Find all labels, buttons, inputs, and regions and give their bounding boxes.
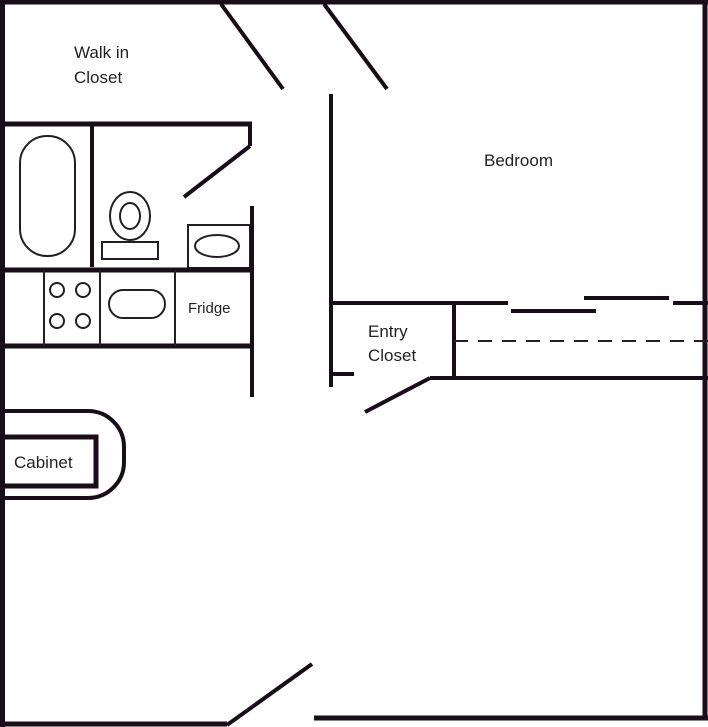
kitchen: Fridge xyxy=(0,267,252,349)
bathroom xyxy=(0,121,254,397)
toilet-seat-icon xyxy=(119,202,141,230)
closet-doors xyxy=(219,2,389,91)
front-door-swing xyxy=(225,662,314,727)
fridge-label: Fridge xyxy=(188,300,231,317)
cabinet-inner-box xyxy=(0,434,99,489)
bathroom-sink-icon xyxy=(194,234,240,258)
toilet-tank-icon xyxy=(101,241,159,260)
bedroom-label: Bedroom xyxy=(484,151,553,170)
cabinet-outer-counter xyxy=(0,409,126,500)
bathroom-vanity xyxy=(187,224,251,269)
entry-closet-door-swing xyxy=(364,376,431,414)
bedroom-door xyxy=(322,2,389,91)
bathroom-door-swing xyxy=(182,144,252,199)
walk-in-closet-label-line2: Closet xyxy=(74,68,122,87)
burner-icon xyxy=(49,313,65,329)
bathtub-icon xyxy=(19,135,76,257)
burner-icon xyxy=(49,282,65,298)
cabinet-label: Cabinet xyxy=(14,453,73,472)
entry-closet-label-line1: Entry xyxy=(368,322,408,341)
kitchen-sink-icon xyxy=(108,289,166,319)
entry-closet-label-line2: Closet xyxy=(368,346,416,365)
walk-in-closet-door xyxy=(219,2,285,91)
burner-icon xyxy=(75,313,91,329)
cabinet: Cabinet xyxy=(0,409,126,500)
toilet-bowl-icon xyxy=(109,191,151,241)
bedroom-walls xyxy=(329,94,708,414)
stove-icon xyxy=(49,282,91,329)
walk-in-closet-label-line1: Walk in xyxy=(74,43,129,62)
burner-icon xyxy=(75,282,91,298)
